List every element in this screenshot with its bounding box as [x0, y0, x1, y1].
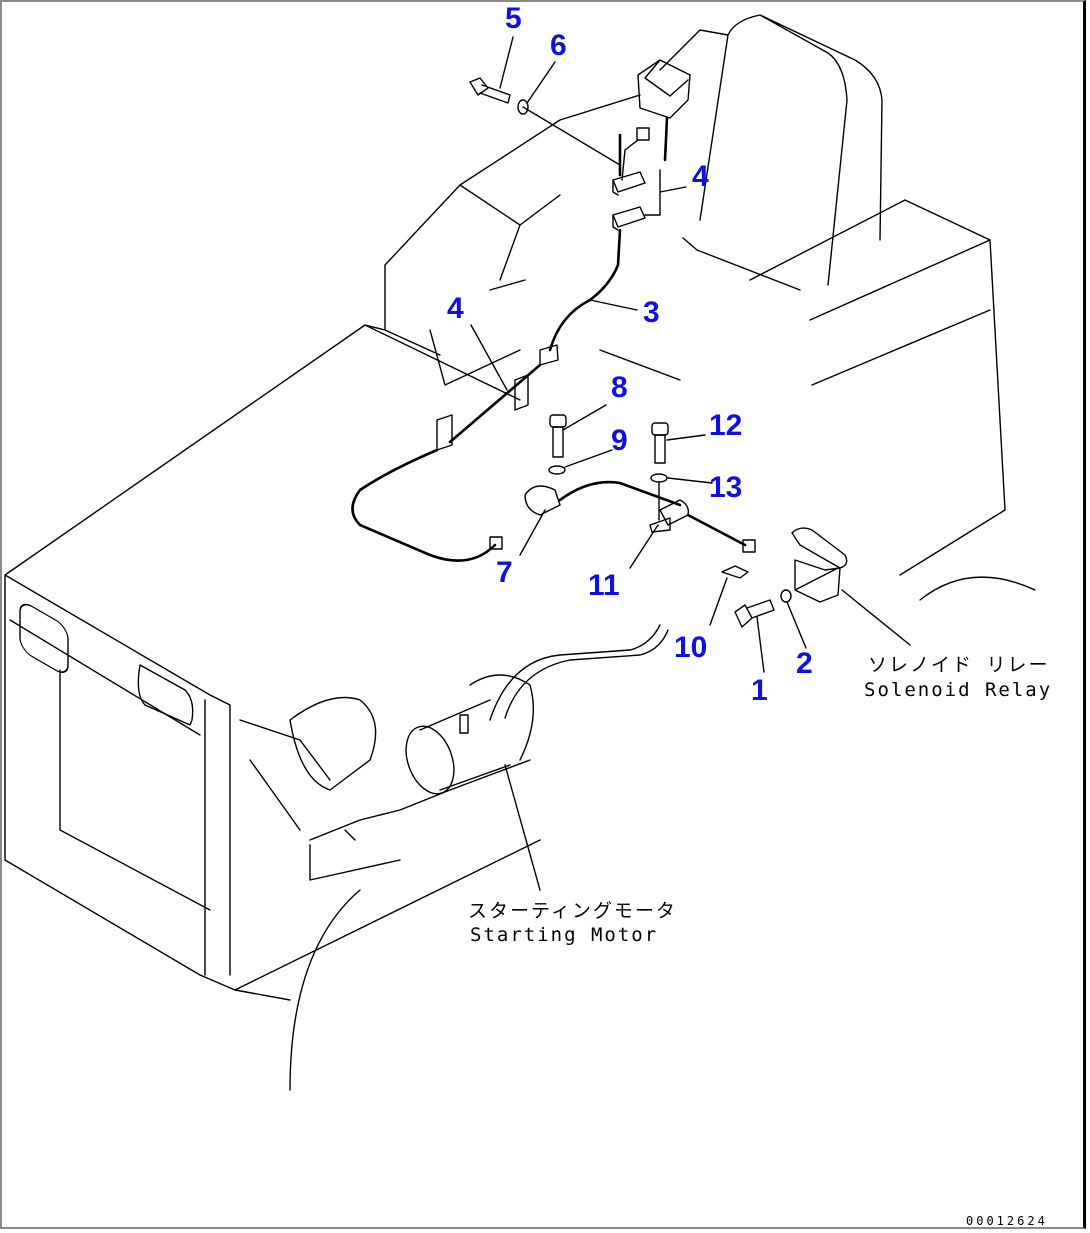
callout-13: 13 [709, 471, 742, 504]
washer-13 [650, 473, 668, 483]
bolt-12 [651, 422, 669, 464]
seat-back [659, 14, 883, 286]
clamp-4-lower [429, 329, 559, 451]
callout-4-lower: 4 [447, 292, 464, 325]
washer-6 [517, 99, 529, 115]
callout-10: 10 [674, 631, 707, 664]
callout-11: 11 [588, 569, 620, 602]
harness-7 [351, 363, 542, 562]
seat-cushion [682, 199, 1006, 576]
starting-motor [239, 624, 669, 881]
starting-motor-label-en: Starting Motor [470, 924, 658, 946]
front-panel [9, 619, 291, 1001]
washer-9 [548, 465, 566, 475]
callout-1: 1 [751, 674, 768, 707]
sensor-7 [524, 480, 682, 516]
washer-2 [780, 589, 792, 603]
callout-5: 5 [505, 2, 522, 35]
solenoid-relay-label-en: Solenoid Relay [864, 679, 1052, 701]
bracket-11 [649, 499, 756, 553]
callout-7: 7 [496, 556, 513, 589]
callout-6: 6 [550, 29, 567, 62]
callout-3: 3 [643, 296, 660, 329]
harness-3 [548, 127, 650, 352]
wheel-arc [289, 889, 361, 1091]
bolt-5 [469, 77, 511, 104]
solenoid-relay [791, 527, 911, 646]
drawing-number: 00012624 [966, 1214, 1048, 1228]
callout-12: 12 [709, 409, 742, 442]
clamp-4-upper [612, 169, 661, 231]
console-block [384, 94, 641, 331]
machine-body [4, 14, 1036, 1091]
callouts: 5 6 4 4 3 8 9 12 13 7 11 10 1 2 [447, 2, 813, 707]
leader-lines [470, 36, 807, 891]
leader-6-line [522, 106, 621, 166]
callout-4-upper: 4 [692, 160, 709, 193]
starting-motor-label-jp: スターティングモータ [468, 900, 677, 922]
window-left [19, 603, 69, 673]
component-labels: ソレノイド リレー Solenoid Relay スターティングモータ Star… [468, 654, 1052, 946]
bolt-8 [549, 414, 567, 458]
window-right [137, 664, 194, 726]
solenoid-relay-label-jp: ソレノイド リレー [868, 654, 1049, 676]
clip-10 [721, 565, 749, 579]
main-hood [4, 324, 681, 976]
work-light [637, 59, 691, 162]
bolt-1 [734, 599, 775, 628]
callout-2: 2 [796, 647, 813, 680]
callout-8: 8 [611, 371, 628, 404]
callout-9: 9 [611, 424, 628, 457]
